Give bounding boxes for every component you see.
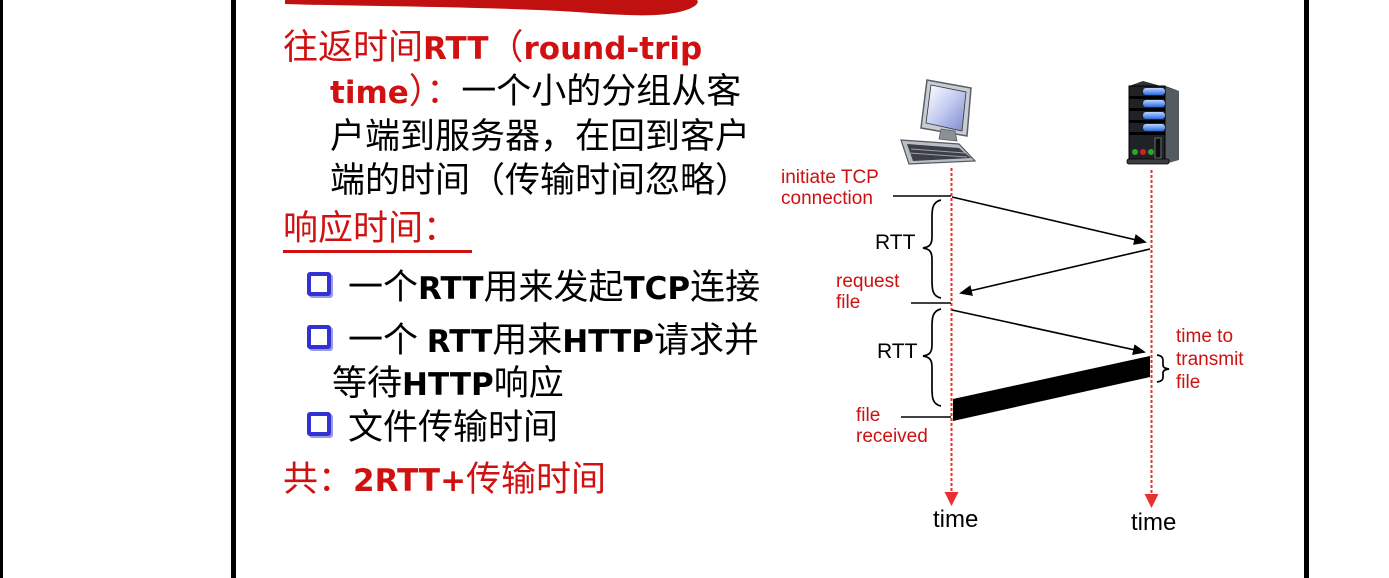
- file-received-line1: file: [856, 405, 881, 426]
- bullet2b-en-b: HTTP: [402, 367, 494, 403]
- http-request-arrow: [951, 309, 1146, 356]
- file-received-line2: received: [856, 426, 928, 447]
- intro-zh1: 往返时间: [283, 28, 424, 67]
- request-file-line2: file: [836, 292, 861, 313]
- intro-line-1: 往返时间RTT（round-trip: [283, 28, 702, 69]
- tcp-syn-arrow: [951, 196, 1147, 245]
- bullet-item-1: 一个RTT用来发起TCP连接: [307, 268, 760, 309]
- down-arrowhead: [1144, 494, 1159, 508]
- server-time-label: time: [1131, 509, 1177, 536]
- intro-zh2: 一个小的分组从客: [461, 72, 742, 111]
- intro-en1: RTT: [423, 31, 489, 67]
- rtt-brace-1: [922, 199, 942, 299]
- bullet-item-3: 文件传输时间: [307, 408, 558, 448]
- transmit-line3: file: [1176, 372, 1201, 393]
- file-transfer-band: [953, 356, 1150, 421]
- bullet2-en-d: HTTP: [562, 324, 654, 360]
- time-to-transmit-label: time to transmit file: [1176, 325, 1244, 394]
- intro-paren-open: （: [488, 28, 524, 67]
- initiate-tcp-label: initiate TCP connection: [781, 167, 879, 209]
- down-arrowhead: [944, 492, 959, 506]
- rtt-label-1: RTT: [875, 231, 916, 254]
- transmit-line2: transmit: [1176, 349, 1244, 370]
- transmit-line1: time to: [1176, 326, 1234, 347]
- initiate-tcp-line1: initiate TCP: [781, 167, 879, 188]
- rtt-brace-2: [922, 308, 942, 407]
- intro-zh3: 户端到服务器，在回到客户: [330, 117, 751, 156]
- bullet3-zh-a: 文件传输时间: [348, 408, 559, 447]
- bullet-item-2-continuation: 等待HTTP响应: [332, 364, 564, 405]
- client-timeline: [944, 168, 959, 506]
- response-heading-text: 响应时间：: [283, 209, 473, 253]
- screen-edge-line: [0, 0, 3, 578]
- intro-en2: round-trip: [523, 31, 703, 67]
- response-time-heading: 响应时间：: [283, 209, 473, 253]
- rtt-label-2: RTT: [877, 340, 918, 363]
- file-received-label: file received: [856, 405, 928, 447]
- bullet2-en-b: RTT: [426, 324, 493, 360]
- total-zh1: 共：: [283, 460, 354, 499]
- total-en: 2RTT+: [353, 463, 467, 499]
- intro-line-3: 户端到服务器，在回到客户: [330, 117, 750, 157]
- server-timeline: [1144, 170, 1159, 508]
- intro-paren-close: ）：: [408, 72, 462, 111]
- client-time-label: time: [933, 506, 979, 533]
- initiate-tcp-line2: connection: [781, 188, 873, 209]
- desktop-computer-icon: [900, 79, 977, 165]
- request-file-label: request file: [836, 271, 899, 313]
- bullet2b-zh-c: 响应: [493, 364, 564, 403]
- bullet2-zh-e: 请求并: [653, 321, 759, 360]
- bullet2b-zh-a: 等待: [332, 364, 403, 403]
- total-zh2: 传输时间: [466, 460, 607, 499]
- bullet2-zh-c: 用来: [492, 321, 563, 360]
- bullet-item-2: 一个 RTT用来HTTP请求并: [307, 321, 759, 362]
- request-file-line1: request: [836, 271, 900, 292]
- bullet1-zh-a: 一个: [348, 268, 419, 307]
- square-bullet-icon: [307, 272, 331, 296]
- bullet2-zh-a: 一个: [348, 321, 427, 360]
- red-swoosh: [285, 0, 698, 16]
- total-line: 共：2RTT+传输时间: [283, 460, 606, 501]
- bullet1-zh-e: 连接: [690, 268, 761, 307]
- intro-line-4: 端的时间（传输时间忽略）: [330, 161, 750, 201]
- slide-border-left: [231, 0, 236, 578]
- bullet1-en-b: RTT: [418, 271, 484, 307]
- server-tower-icon: [1126, 81, 1179, 165]
- square-bullet-icon: [307, 325, 331, 349]
- bullet1-en-d: TCP: [623, 271, 691, 307]
- intro-line-2: time）：一个小的分组从客: [330, 72, 741, 113]
- transmit-brace: [1156, 354, 1170, 383]
- bullet1-zh-c: 用来发起: [483, 268, 624, 307]
- slide-border-right: [1304, 0, 1309, 578]
- intro-zh4: 端的时间（传输时间忽略）: [330, 161, 751, 200]
- square-bullet-icon: [307, 412, 331, 436]
- intro-en3: time: [330, 75, 409, 111]
- tcp-synack-arrow: [959, 248, 1151, 296]
